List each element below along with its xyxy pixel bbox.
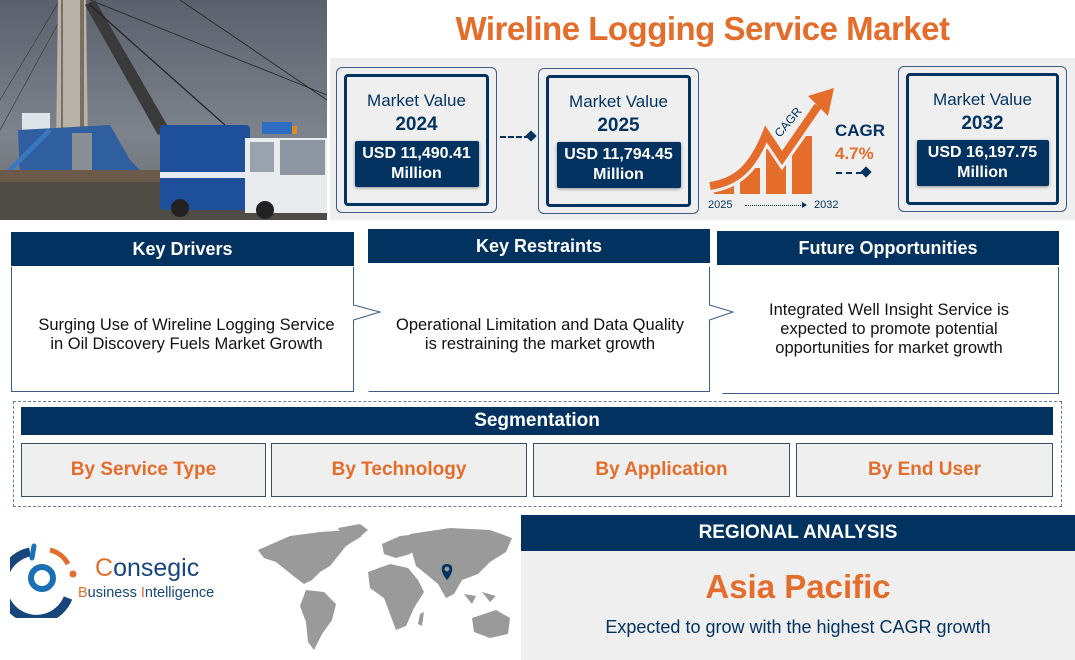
connector-line: [500, 136, 530, 138]
consegic-logo-icon: [10, 543, 77, 618]
market-value-amount: USD 11,490.41 Million: [354, 141, 479, 187]
key-restraints-text: Operational Limitation and Data Quality …: [396, 316, 684, 353]
logo-name: Consegic: [95, 554, 199, 583]
key-drivers-heading: Key Drivers: [11, 232, 354, 266]
market-value-card-2032: Market Value 2032 USD 16,197.75 Million: [898, 66, 1067, 212]
cagr-end-year: 2032: [814, 199, 839, 211]
market-value-amount-line1: USD 11,490.41: [362, 145, 471, 162]
cagr-start-year: 2025: [708, 199, 733, 211]
hero-photo: [0, 0, 327, 220]
segment-by-end-user[interactable]: By End User: [796, 443, 1053, 497]
world-map: [250, 522, 520, 652]
segmentation-heading: Segmentation: [21, 407, 1053, 435]
market-value-amount: USD 16,197.75 Million: [916, 140, 1049, 186]
market-value-card-2024: Market Value 2024 USD 11,490.41 Million: [336, 67, 497, 213]
market-value-amount-line1: USD 11,794.45: [564, 146, 673, 163]
page-title: Wireline Logging Service Market: [455, 10, 950, 47]
regional-analysis-panel: [521, 551, 1075, 660]
key-restraints-heading: Key Restraints: [368, 229, 710, 263]
regional-analysis-text: Expected to grow with the highest CAGR g…: [605, 617, 991, 637]
logo-tagline-b: B: [78, 585, 88, 601]
market-value-amount-unit: Million: [391, 165, 442, 182]
logo-name-rest: onsegic: [113, 554, 200, 582]
logo-tagline-i: I: [140, 585, 145, 601]
market-value-amount-unit: Million: [957, 164, 1008, 181]
segment-by-service-type[interactable]: By Service Type: [21, 443, 266, 497]
market-value-amount: USD 11,794.45 Million: [556, 142, 681, 188]
oil-rig-photo-icon: [0, 0, 327, 220]
market-value-year: 2032: [961, 113, 1004, 134]
market-value-year: 2025: [597, 115, 640, 136]
regional-leading-region: Asia Pacific: [705, 568, 891, 605]
consegic-logo: Consegic Business Intelligence: [10, 540, 240, 620]
location-pin-icon: [441, 564, 453, 580]
timeline-arrow-line: [745, 205, 803, 206]
key-drivers-text: Surging Use of Wireline Logging Service …: [38, 316, 335, 353]
world-map-icon: [258, 524, 512, 650]
segment-by-technology[interactable]: By Technology: [271, 443, 527, 497]
regional-analysis-heading: REGIONAL ANALYSIS: [521, 515, 1075, 551]
segment-by-application[interactable]: By Application: [533, 443, 790, 497]
cagr-growth-chart-icon: CAGR: [708, 86, 838, 198]
cagr-value: 4.7%: [835, 144, 874, 163]
market-value-label: Market Value: [933, 90, 1032, 109]
market-value-card-2025: Market Value 2025 USD 11,794.45 Million: [538, 68, 699, 214]
logo-tagline-mid: usiness: [87, 585, 141, 601]
segmentation-frame: [13, 401, 1062, 507]
logo-name-initial: C: [95, 554, 114, 582]
market-value-label: Market Value: [367, 91, 466, 110]
connector-line: [836, 172, 862, 174]
logo-tagline-rest: ntelligence: [144, 585, 215, 601]
future-opportunities-text: Integrated Well Insight Service is expec…: [769, 300, 1009, 357]
market-value-label: Market Value: [569, 92, 668, 111]
market-value-year: 2024: [395, 114, 438, 135]
cagr-title: CAGR: [835, 121, 886, 140]
key-sections-outline: [11, 267, 1059, 394]
future-opportunities-heading: Future Opportunities: [717, 231, 1059, 265]
market-value-amount-unit: Million: [593, 166, 644, 183]
arrow-right-icon: [802, 202, 807, 208]
market-value-amount-line1: USD 16,197.75: [927, 144, 1038, 161]
logo-tagline: Business Intelligence: [78, 585, 214, 601]
